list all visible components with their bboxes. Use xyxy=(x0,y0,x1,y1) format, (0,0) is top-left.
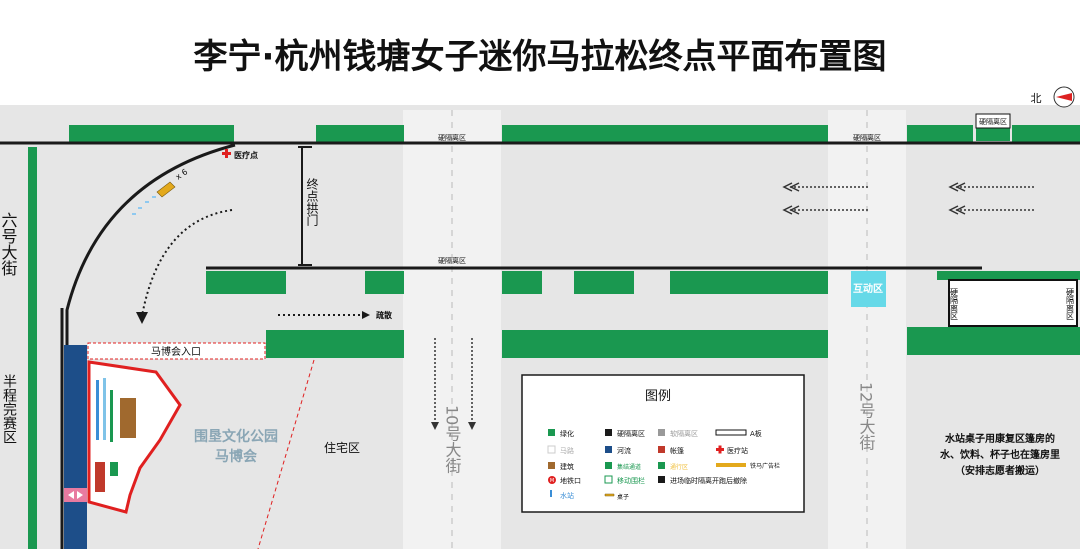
boundary-line xyxy=(257,359,315,549)
street-banchengwansai: 半程完赛区 xyxy=(1,374,17,444)
street-10: 10号大街 xyxy=(443,405,462,473)
legend-zone: 通行区 xyxy=(670,463,688,471)
greenery-low xyxy=(266,327,1080,358)
legend: 图例 绿化 硬隔离区 软隔离区 A板 马路 河流 帐篷 医疗站 建筑 集结通道 … xyxy=(521,374,805,513)
traffic-arrows-left xyxy=(790,186,1036,211)
finish-arch xyxy=(298,146,312,266)
table-icon xyxy=(156,181,176,198)
river xyxy=(64,345,87,549)
expo-entrance xyxy=(87,342,266,360)
residential-label: 住宅区 xyxy=(324,440,360,455)
interaction-zone-label: 互动区 xyxy=(853,282,883,295)
metro-entrance-icon xyxy=(64,488,87,502)
hard-isolation-box-label-right: 硬隔离区 xyxy=(1066,288,1075,320)
curved-road xyxy=(65,143,236,345)
legend-metro: 地铁口 xyxy=(560,476,581,485)
traffic-arrowheads-icon xyxy=(782,182,966,215)
medical-point-icon xyxy=(222,149,231,158)
metro-icon: M xyxy=(548,476,556,484)
legend-iron-horse-ad: 铁马广告栏 xyxy=(750,462,780,470)
medical-station-icon xyxy=(716,445,724,454)
hard-isolation-box-label-left: 硬隔离区 xyxy=(950,288,959,320)
park-label-1: 围垦文化公园 xyxy=(194,428,278,445)
hard-isolation-label-4: 硬隔离区 xyxy=(979,117,1007,126)
evacuate-label: 疏散 xyxy=(376,310,393,320)
medical-point-label: 医疗点 xyxy=(234,150,258,160)
legend-road: 马路 xyxy=(560,446,574,455)
greenery-left xyxy=(28,147,37,549)
street-12: 12号大街 xyxy=(857,382,876,450)
hard-isolation-label-3: 硬隔离区 xyxy=(853,133,881,142)
evacuate-arrowhead-icon xyxy=(362,311,370,319)
street-liuhao: 六号大街 xyxy=(0,212,18,276)
interaction-zone xyxy=(851,271,886,307)
title-band xyxy=(0,0,1080,105)
greenery-mid xyxy=(206,271,1080,294)
legend-temp-isolation: 进场临时隔离开跑后撤除 xyxy=(670,476,747,485)
legend-a-board: A板 xyxy=(750,429,762,438)
legend-river: 河流 xyxy=(617,446,631,455)
note-line-1: 水站桌子用康复区篷房的 xyxy=(944,432,1055,445)
metro-icon-glyph: M xyxy=(550,478,554,484)
hard-isolation-label-2: 硬隔离区 xyxy=(438,256,466,265)
north-arrow-icon xyxy=(1053,86,1075,108)
legend-building: 建筑 xyxy=(560,462,574,471)
legend-hard-isolation: 硬隔离区 xyxy=(617,429,645,438)
tables-count: x 6 xyxy=(174,167,189,181)
route-arrowhead-icon xyxy=(136,312,148,324)
water-station-icon xyxy=(132,196,156,215)
water-station-legend-icon xyxy=(550,490,552,497)
hard-isolation-box xyxy=(948,279,1078,327)
greenery-top xyxy=(69,125,1080,142)
legend-water-station: 水站 xyxy=(560,491,574,500)
hard-isolation-top xyxy=(976,127,1010,141)
legend-tent: 帐篷 xyxy=(670,446,684,455)
note-line-3: （安排志愿者搬运） xyxy=(955,464,1045,477)
route-arrow-curve xyxy=(141,209,233,317)
down-arrowheads-icon xyxy=(431,422,476,430)
legend-title: 图例 xyxy=(645,389,671,404)
park-label-2: 马博会 xyxy=(215,448,258,465)
legend-mobile-corridor: 移动围栏 xyxy=(617,476,645,485)
expo-booths xyxy=(95,378,136,492)
legend-table: 桌子 xyxy=(617,493,629,501)
note-line-2: 水、饮料、杯子也在篷房里 xyxy=(939,448,1060,461)
map-title: 李宁·杭州钱塘女子迷你马拉松终点平面布置图 xyxy=(194,37,887,77)
expo-entrance-label: 马博会入口 xyxy=(151,345,201,358)
hard-isolation-label-1: 硬隔离区 xyxy=(438,133,466,142)
north-label: 北 xyxy=(1031,92,1042,105)
legend-soft-isolation: 软隔离区 xyxy=(670,429,698,438)
legend-station-access: 集结通道 xyxy=(617,463,641,471)
legend-greenery: 绿化 xyxy=(560,429,574,438)
legend-medical-station: 医疗站 xyxy=(727,446,748,455)
finish-arch-label: 终点拱门 xyxy=(305,177,319,226)
table-legend-icon xyxy=(604,493,615,497)
